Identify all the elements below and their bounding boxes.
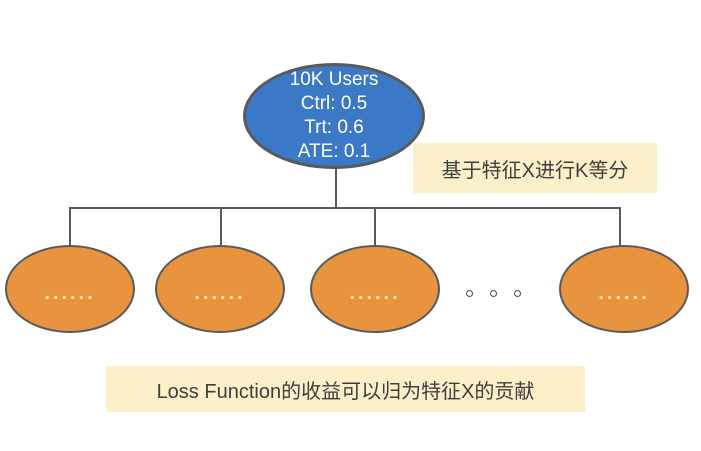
ellipsis-dot (514, 290, 521, 297)
loss-annotation-label: Loss Function的收益可以归为特征X的贡献 (106, 366, 585, 412)
root-node-ctrl: Ctrl: 0.5 (300, 93, 368, 114)
leaf-node-1: ...... (5, 245, 135, 333)
ellipsis-dot (490, 290, 497, 297)
leaf-node-3-label: ...... (349, 281, 401, 304)
ellipsis-separator (466, 290, 521, 297)
leaf-node-2: ...... (155, 245, 285, 333)
root-node: 10K Users Ctrl: 0.5 Trt: 0.6 ATE: 0.1 (243, 63, 425, 169)
leaf-node-4-label: ...... (598, 281, 650, 304)
root-node-users: 10K Users (289, 69, 379, 90)
split-annotation-label: 基于特征X进行K等分 (413, 143, 657, 193)
ellipsis-dot (466, 290, 473, 297)
leaf-node-1-label: ...... (44, 281, 96, 304)
root-node-ate: ATE: 0.1 (297, 141, 371, 162)
root-node-trt: Trt: 0.6 (304, 117, 364, 138)
leaf-node-3: ...... (310, 245, 440, 333)
leaf-node-2-label: ...... (194, 281, 246, 304)
leaf-node-4: ...... (559, 245, 689, 333)
